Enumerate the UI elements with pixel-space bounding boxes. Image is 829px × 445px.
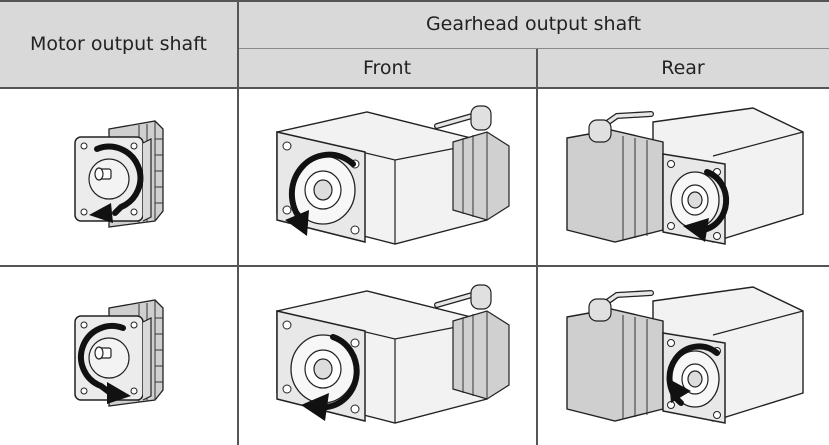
row-divider xyxy=(0,265,829,267)
header-bottom-border xyxy=(0,87,829,89)
row1-front-cell xyxy=(238,89,536,265)
row2-motor-cell xyxy=(0,267,237,445)
row1-motor-cell xyxy=(0,89,237,265)
header-gearhead-output-shaft: Gearhead output shaft xyxy=(238,0,829,48)
header-gearhead-label: Gearhead output shaft xyxy=(425,13,642,35)
gearmotor-front-icon xyxy=(276,284,510,424)
row1-rear-cell xyxy=(537,89,829,265)
motor-icon xyxy=(73,120,164,228)
gearmotor-rear-icon xyxy=(566,286,804,424)
gearmotor-front-icon xyxy=(276,105,510,245)
header-split-line xyxy=(238,48,829,49)
header-motor-label: Motor output shaft xyxy=(29,32,208,55)
header-front-label: Front xyxy=(362,57,412,79)
row2-rear-cell xyxy=(537,267,829,445)
header-front: Front xyxy=(238,49,536,87)
row2-front-cell xyxy=(238,267,536,445)
gearmotor-rear-icon xyxy=(566,107,804,245)
column-divider-1 xyxy=(237,0,239,445)
header-rear: Rear xyxy=(537,49,829,87)
column-divider-2 xyxy=(536,49,538,445)
header-motor-output-shaft: Motor output shaft xyxy=(0,0,237,87)
header-rear-label: Rear xyxy=(661,57,705,79)
motor-icon xyxy=(73,299,164,407)
table-top-border xyxy=(0,0,829,2)
